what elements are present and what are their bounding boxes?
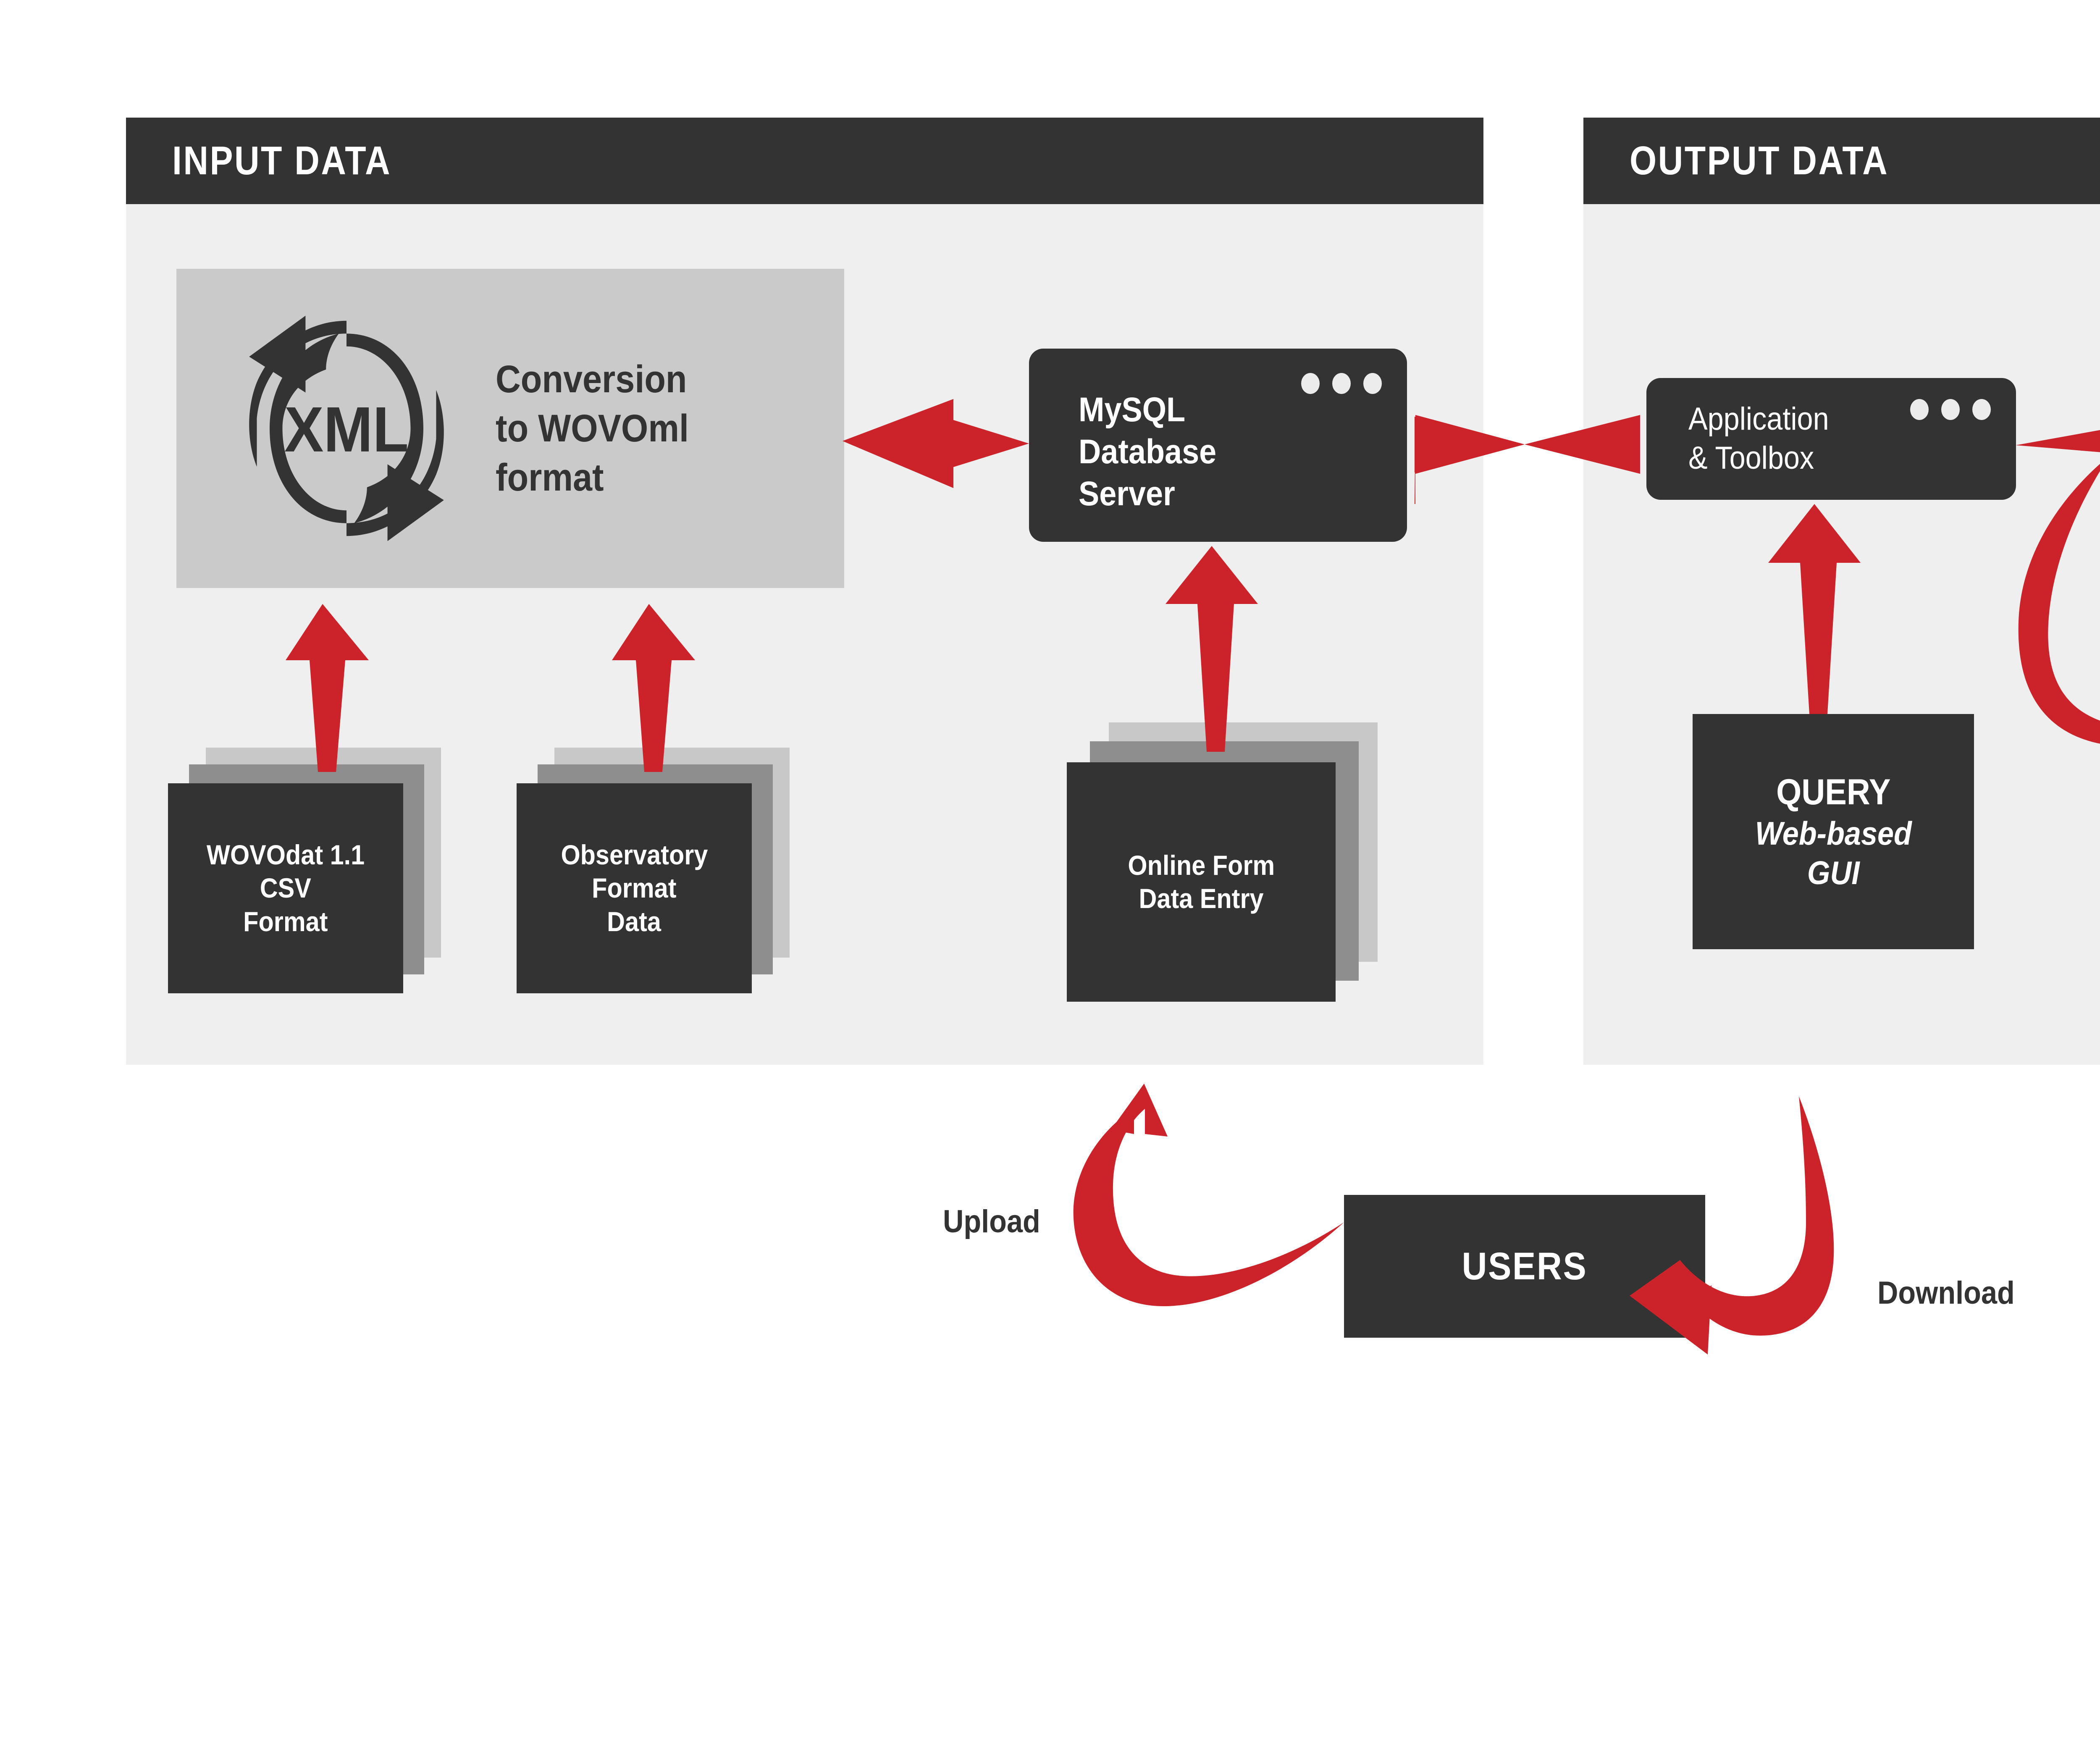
node-users[interactable]: USERS [1344,1195,1705,1338]
node-mysql-label: MySQL Database Server [1079,391,1217,513]
arrow-query-to-application [1768,504,1861,714]
arrow-wovodat-to-conversion [286,604,369,772]
window-dot-icon [1972,399,1991,420]
stack-observatory: Observatory Format Data [517,748,811,1016]
window-dot-icon [1363,373,1382,394]
node-application-label: Application & Toolbox [1688,401,1829,476]
arrow-conversion-to-mysql [843,399,1029,488]
card-line: Data Entry [1139,883,1264,914]
node-mysql-database-server[interactable]: MySQL Database Server [1029,349,1407,542]
panel-input-data-header: INPUT DATA [126,118,1483,204]
xml-cycle-logo: XML [216,300,477,556]
window-dot-icon [1332,373,1351,394]
conversion-block: XML Conversion to WOVOml format [176,269,844,588]
source-card-online-form[interactable]: Online Form Data Entry [1067,762,1336,1002]
arrow-onlineform-to-mysql [1166,546,1258,752]
card-line: Data [607,906,662,937]
arrow-application-to-data-package [2018,464,2100,744]
window-dots-mysql [1301,373,1382,394]
arrow-observatory-to-conversion [612,604,695,772]
panel-output-data-title: OUTPUT DATA [1630,138,1889,183]
window-dots-application [1910,399,1991,420]
window-dot-icon [1301,373,1320,394]
node-query-subtitle: Web-based [1755,815,1912,852]
source-card-wovodat-csv[interactable]: WOVOdat 1.1 CSV Format [168,783,403,993]
node-query-subtitle: GUI [1807,854,1860,891]
stack-online-form: Online Form Data Entry [1067,722,1403,1025]
conversion-label: Conversion to WOVOml format [496,357,689,499]
window-dot-icon [1910,399,1929,420]
panel-input-data-title: INPUT DATA [172,138,392,183]
node-query[interactable]: QUERY Web-based GUI [1693,714,1974,949]
xml-logo-text: XML [284,394,409,466]
arrow-application-to-visualization [2016,430,2100,452]
arrow-download [1630,1096,1834,1354]
panel-output-data-header: OUTPUT DATA [1583,118,2100,204]
stack-wovodat-csv: WOVOdat 1.1 CSV Format [168,748,462,1016]
card-line: CSV [260,872,312,904]
label-download: Download [1877,1275,2015,1311]
arrow-mysql-application-bidirectional [1415,415,1640,504]
arrow-upload [1073,1084,1344,1306]
window-dot-icon [1941,399,1960,420]
card-line: Observatory [561,839,708,871]
source-card-observatory[interactable]: Observatory Format Data [517,783,752,993]
card-line: Format [592,872,677,904]
card-line: WOVOdat 1.1 [206,839,365,871]
node-users-label: USERS [1462,1244,1588,1288]
label-upload: Upload [943,1204,1040,1239]
card-line: Format [243,906,328,937]
node-application-toolbox[interactable]: Application & Toolbox [1646,378,2016,500]
node-query-title: QUERY [1776,772,1891,812]
card-line: Online Form [1128,849,1275,881]
